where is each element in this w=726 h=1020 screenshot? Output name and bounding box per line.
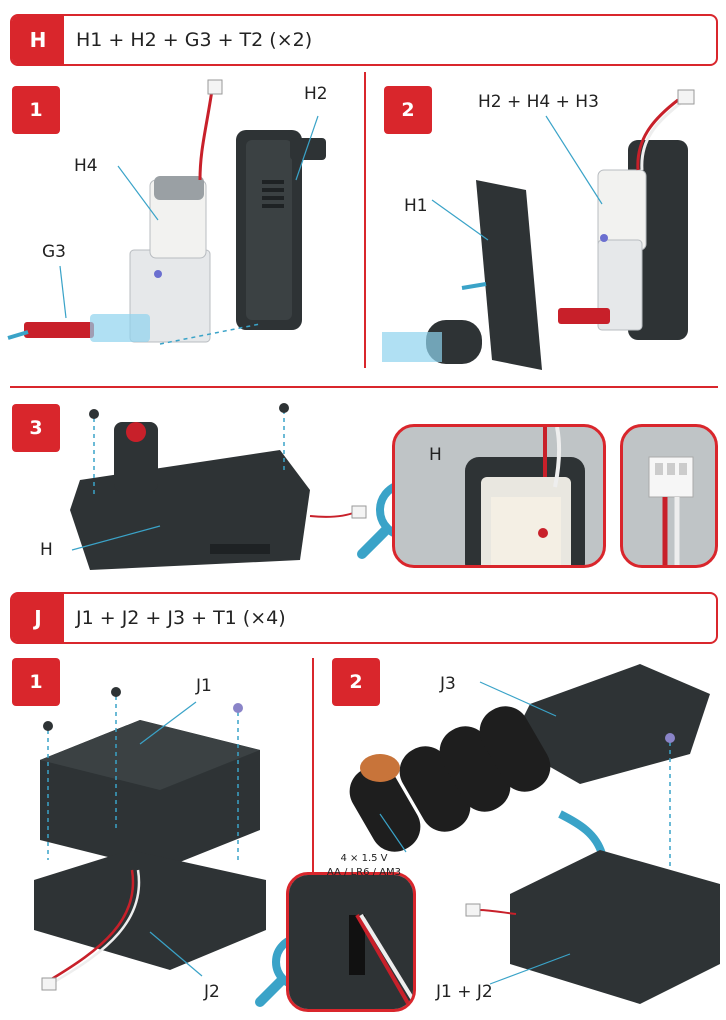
h-zoom-label: H [429, 445, 442, 465]
j1-j2-label: J1 + J2 [436, 982, 493, 1002]
insertion-arrow-icon [558, 810, 606, 856]
h-zoom-connector-detail [620, 424, 718, 568]
h-zoom-motor-detail: H [392, 424, 606, 568]
h-step2-badge: 2 [384, 86, 432, 134]
aa-batteries-part [349, 706, 551, 852]
section-j-formula: J1 + J2 + J3 + T1 (×4) [76, 607, 286, 629]
h-step3-badge: 3 [12, 404, 60, 452]
section-h-formula: H1 + H2 + G3 + T2 (×2) [76, 29, 313, 51]
j-step1-badge: 1 [12, 658, 60, 706]
h4-label: H4 [74, 156, 98, 176]
j-step-divider [312, 658, 314, 872]
h2-h4-h3-assembly-part [558, 140, 688, 340]
j3-lid-part [510, 664, 710, 784]
battery-type-text: AA / LR6 / AM3 [326, 867, 402, 878]
h-assembled-unit-part [70, 422, 310, 570]
h-step-divider [364, 72, 366, 368]
j1-top-housing-part [40, 720, 260, 870]
h2-h4-h3-label: H2 + H4 + H3 [478, 92, 599, 112]
j1-label: J1 [196, 676, 212, 696]
g3-shaft-part [24, 314, 150, 342]
section-h-header: H H1 + H2 + G3 + T2 (×2) [10, 14, 718, 66]
section-h-letter: H [12, 16, 64, 64]
section-j-letter: J [12, 594, 64, 642]
h-step1-badge: 1 [12, 86, 60, 134]
h-step2-cable [636, 98, 679, 171]
h-step1-illustration [7, 79, 326, 345]
h-step3-illustration [70, 403, 367, 570]
section-j-header: J J1 + J2 + J3 + T1 (×4) [10, 592, 718, 644]
g3-label: G3 [42, 242, 66, 262]
j2-label: J2 [204, 982, 220, 1002]
h2-housing-part [236, 130, 326, 330]
h-unit-label: H [40, 540, 53, 560]
h-step2-illustration [382, 89, 695, 370]
h2-label: H2 [304, 84, 328, 104]
j3-label: J3 [440, 674, 456, 694]
h-step-row-divider [10, 386, 718, 388]
j-step1-illustration [34, 687, 266, 991]
j1-j2-box-part [510, 850, 720, 1004]
insertion-arrow-icon [7, 330, 29, 340]
h4-motor-part [129, 176, 211, 343]
insertion-arrow-icon [461, 282, 487, 290]
h1-label: H1 [404, 196, 428, 216]
j2-bottom-housing-part [34, 850, 266, 970]
j-step2-illustration [349, 664, 720, 1004]
battery-spec-label: 4 × 1.5 V AA / LR6 / AM3 [318, 852, 410, 880]
battery-voltage-text: 4 × 1.5 V [340, 853, 388, 864]
j-step2-badge: 2 [332, 658, 380, 706]
j-zoom-cable-slot-detail [286, 872, 416, 1012]
h-step1-cable [198, 89, 214, 181]
